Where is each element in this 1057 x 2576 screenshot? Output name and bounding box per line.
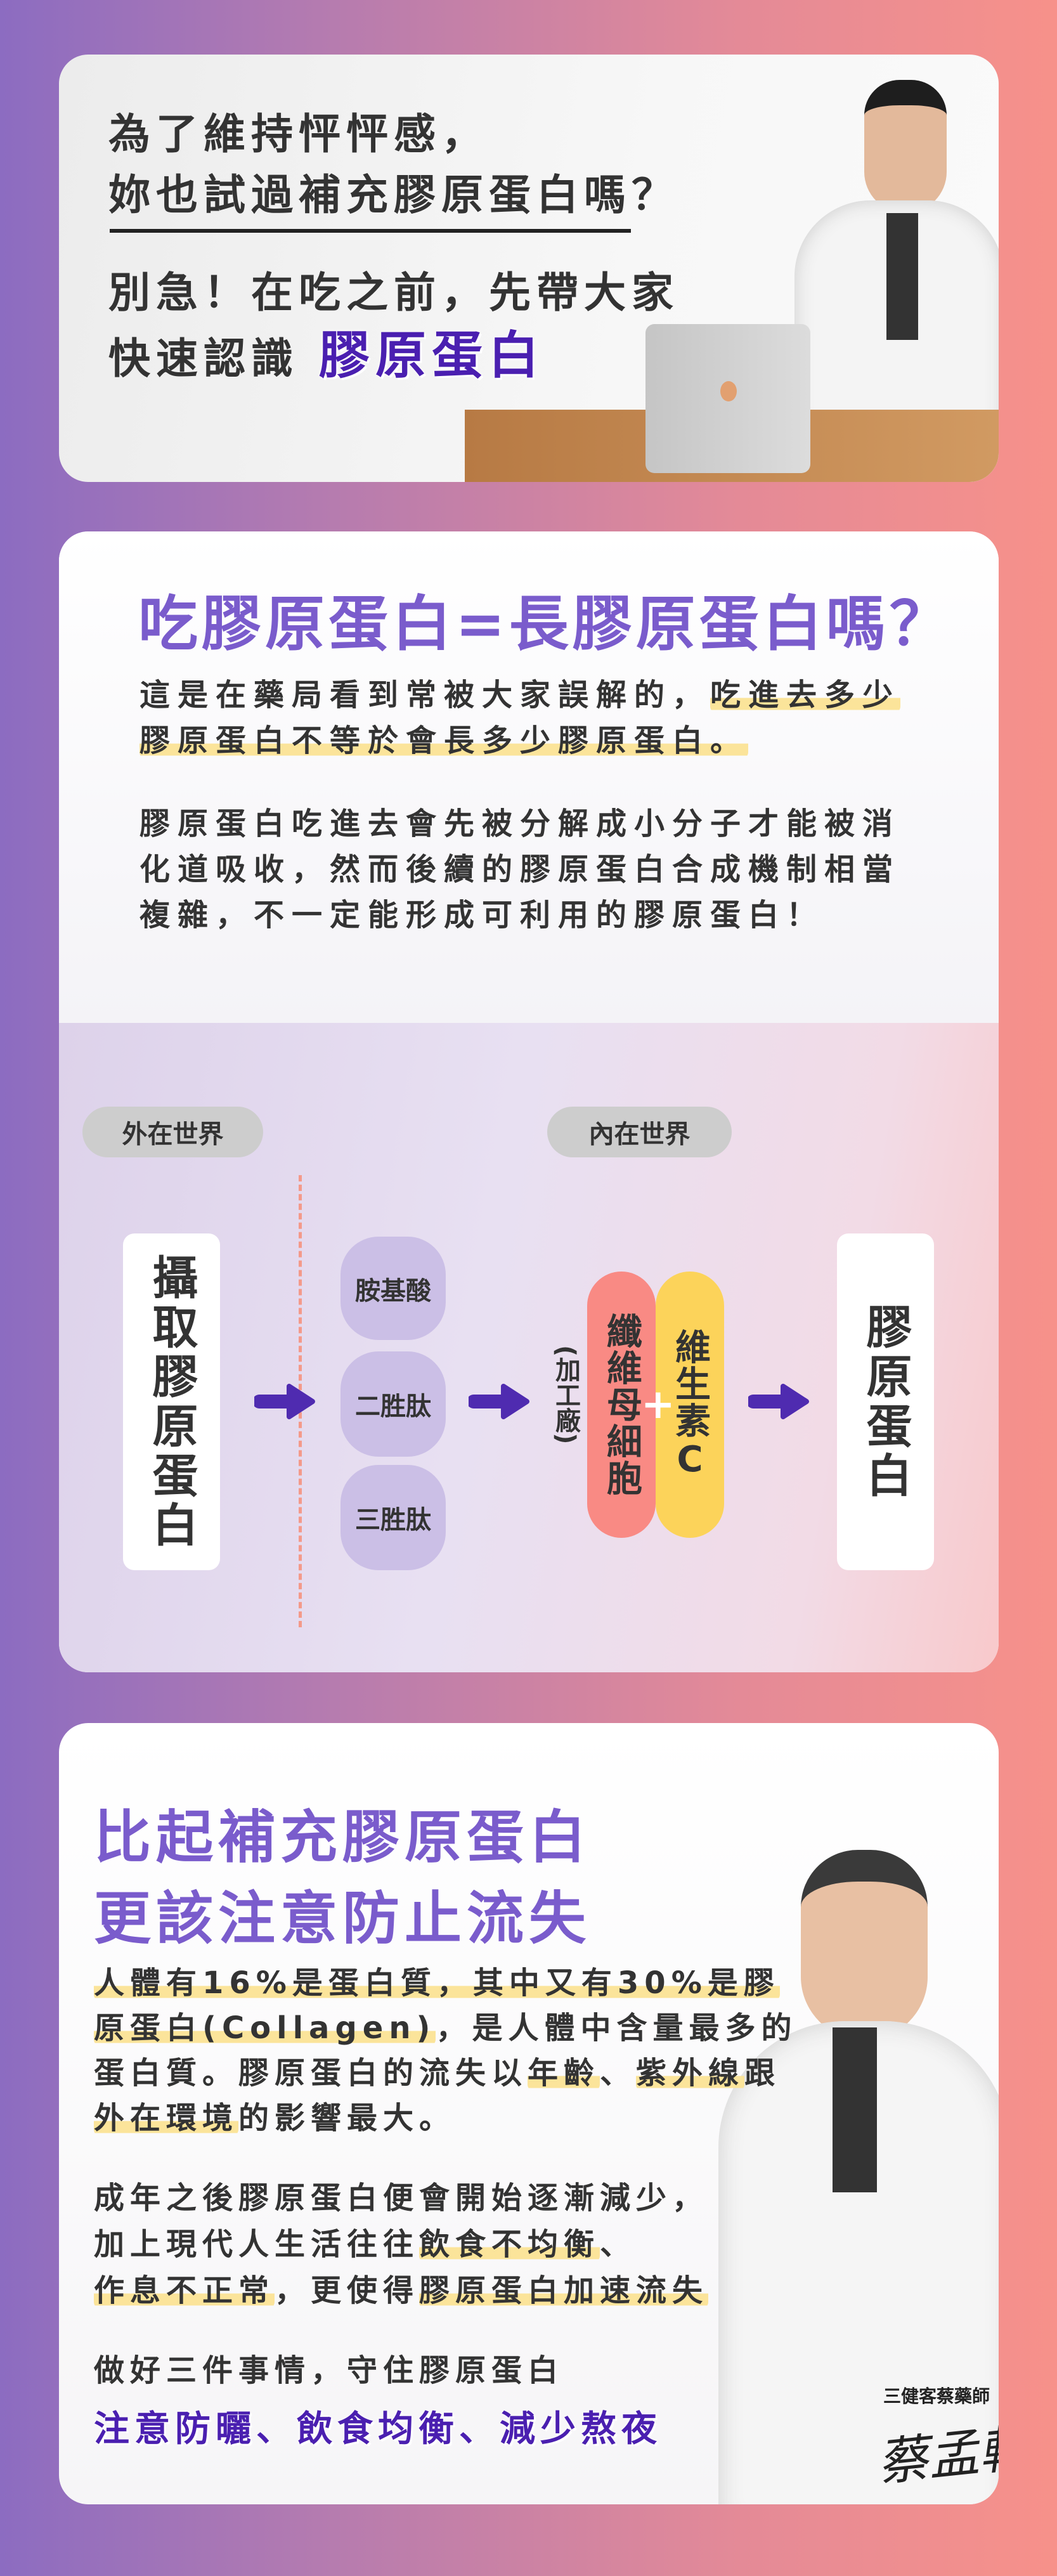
section2-paragraph-1: 人體有16%是蛋白質，其中又有30%是膠 原蛋白(Collagen)，是人體中含… [94, 1961, 797, 2141]
doctor-photo [706, 1812, 999, 2504]
laptop [645, 324, 810, 473]
p1-line: 原蛋白(Collagen)，是人體中含量最多的 [94, 2006, 797, 2051]
p2-line: 加上現代人生活往往飲食不均衡、 [94, 2221, 708, 2268]
hero-line-2: 妳也試過補充膠原蛋白嗎？ [108, 171, 679, 219]
signature-title: 三健客蔡藥師 [883, 2386, 990, 2407]
highlight-segment: 飲食不均衡 [419, 2227, 600, 2262]
arrow-right-icon [469, 1384, 529, 1419]
peptide-amino-acid: 胺基酸 [340, 1237, 446, 1340]
arrow-right-icon [254, 1384, 315, 1419]
section2-title-line-1: 比起補充膠原蛋白 [94, 1804, 591, 1871]
text-segment: 加上現代人生活往往 [94, 2227, 420, 2262]
section1-paragraph-2: 膠原蛋白吃進去會先被分解成小分子才能被消 化道吸收，然而後續的膠原蛋白合成機制相… [139, 801, 900, 938]
highlight-segment: 作息不正常 [94, 2273, 275, 2308]
text-segment: ，更使得 [275, 2273, 420, 2308]
p1-line: 膠原蛋白不等於會長多少膠原蛋白。 [139, 718, 900, 764]
doctor-shirt [886, 213, 918, 340]
p2-line: 複雜，不一定能形成可利用的膠原蛋白！ [139, 897, 825, 933]
p2-line: 作息不正常，更使得膠原蛋白加速流失 [94, 2268, 709, 2314]
highlight-segment: 吃進去多少 [710, 677, 901, 713]
highlight-segment: 原蛋白(Collagen) [94, 2010, 436, 2046]
fibroblast-pill: 纖維母細胞 [587, 1272, 656, 1538]
result-box: 膠原蛋白 [837, 1233, 934, 1570]
fibroblast-label: 纖維母細胞 [600, 1313, 642, 1497]
p2-line: 膠原蛋白吃進去會先被分解成小分子才能被消 [139, 806, 901, 842]
p2-line: 化道吸收，然而後續的膠原蛋白合成機制相當 [139, 852, 901, 887]
hero-highlight: 膠原蛋白 [318, 326, 545, 385]
text-segment: 跟 [744, 2055, 781, 2091]
apple-logo-icon [720, 381, 737, 401]
text-segment: 成年之後膠原蛋白便會開始逐漸減少， [94, 2180, 709, 2216]
highlight-segment: 膠原蛋白不等於會長多少膠原蛋白。 [139, 723, 749, 758]
collagen-myth-card: 吃膠原蛋白=長膠原蛋白嗎？ 這是在藥局看到常被大家誤解的，吃進去多少 膠原蛋白不… [59, 531, 999, 1672]
factory-label: (加工廠) [551, 1345, 580, 1445]
peptide-tripeptide: 三胜肽 [340, 1465, 446, 1570]
plus-icon: + [641, 1381, 675, 1428]
text-segment: 這是在藥局看到常被大家誤解的， [139, 677, 711, 713]
doctor-shirt [833, 2027, 877, 2192]
prevent-loss-card: 比起補充膠原蛋白 更該注意防止流失 人體有16%是蛋白質，其中又有30%是膠 原… [59, 1723, 999, 2504]
section1-title: 吃膠原蛋白=長膠原蛋白嗎？ [138, 590, 953, 659]
text-segment: 的影響最大。 [238, 2100, 456, 2136]
signature-script: 蔡孟軒 [874, 2417, 999, 2493]
section2-paragraph-3: 做好三件事情，守住膠原蛋白 [94, 2353, 564, 2388]
hero-line-1: 為了維持怦怦感， [108, 110, 489, 159]
hero-line-4: 快速認識 膠原蛋白 [108, 315, 545, 388]
text-segment: 蛋白質。膠原蛋白的流失以 [94, 2055, 528, 2091]
divider [110, 229, 631, 233]
hero-line-3: 別急！在吃之前，先帶大家 [108, 268, 679, 317]
doctor-head [864, 80, 947, 213]
peptide-dipeptide: 二胜肽 [340, 1351, 446, 1457]
intake-box: 攝取膠原蛋白 [123, 1233, 220, 1570]
text-segment: ，是人體中含量最多的 [436, 2010, 798, 2046]
section2-paragraph-2: 成年之後膠原蛋白便會開始逐漸減少， 加上現代人生活往往飲食不均衡、 作息不正常，… [94, 2175, 709, 2314]
hero-card: 為了維持怦怦感， 妳也試過補充膠原蛋白嗎？ 別急！在吃之前，先帶大家 快速認識 … [59, 55, 999, 482]
highlight-segment: 紫外線 [636, 2055, 745, 2091]
highlight-segment: 外在環境 [94, 2100, 239, 2136]
tagline: 注意防曬、飲食均衡、減少熬夜 [94, 2409, 662, 2450]
vitamin-c-label: 維生素C [669, 1328, 711, 1481]
text-segment: 、 [600, 2055, 637, 2091]
p1-line: 這是在藥局看到常被大家誤解的，吃進去多少 [139, 672, 901, 718]
p1-line: 蛋白質。膠原蛋白的流失以年齡、紫外線跟 [94, 2051, 797, 2096]
process-diagram: 外在世界 內在世界 攝取膠原蛋白 胺基酸 二胜肽 三胜肽 (加工廠) 纖維母細胞… [59, 1023, 999, 1672]
highlight-segment: 人體有16%是蛋白質，其中又有30%是膠 [94, 1965, 780, 2001]
highlight-segment: 膠原蛋白加速流失 [419, 2273, 709, 2308]
outer-world-label: 外在世界 [82, 1107, 263, 1157]
section1-paragraph-1: 這是在藥局看到常被大家誤解的，吃進去多少 膠原蛋白不等於會長多少膠原蛋白。 [139, 672, 901, 764]
p2-line: 成年之後膠原蛋白便會開始逐漸減少， [94, 2175, 708, 2221]
highlight-segment: 年齡 [528, 2055, 600, 2091]
vitamin-c-pill: 維生素C [656, 1272, 724, 1538]
inner-world-label: 內在世界 [547, 1107, 732, 1157]
hero-line-4-prefix: 快速認識 [108, 334, 299, 383]
p1-line: 外在環境的影響最大。 [94, 2096, 797, 2141]
p1-line: 人體有16%是蛋白質，其中又有30%是膠 [94, 1961, 797, 2006]
intake-label: 攝取膠原蛋白 [145, 1253, 198, 1551]
text-segment: 、 [600, 2227, 637, 2262]
section2-title-line-2: 更該注意防止流失 [94, 1885, 591, 1952]
doctor-head [801, 1850, 928, 2040]
myth-top-bg [59, 531, 999, 1023]
result-label: 膠原蛋白 [859, 1303, 912, 1501]
arrow-right-icon [748, 1384, 809, 1419]
